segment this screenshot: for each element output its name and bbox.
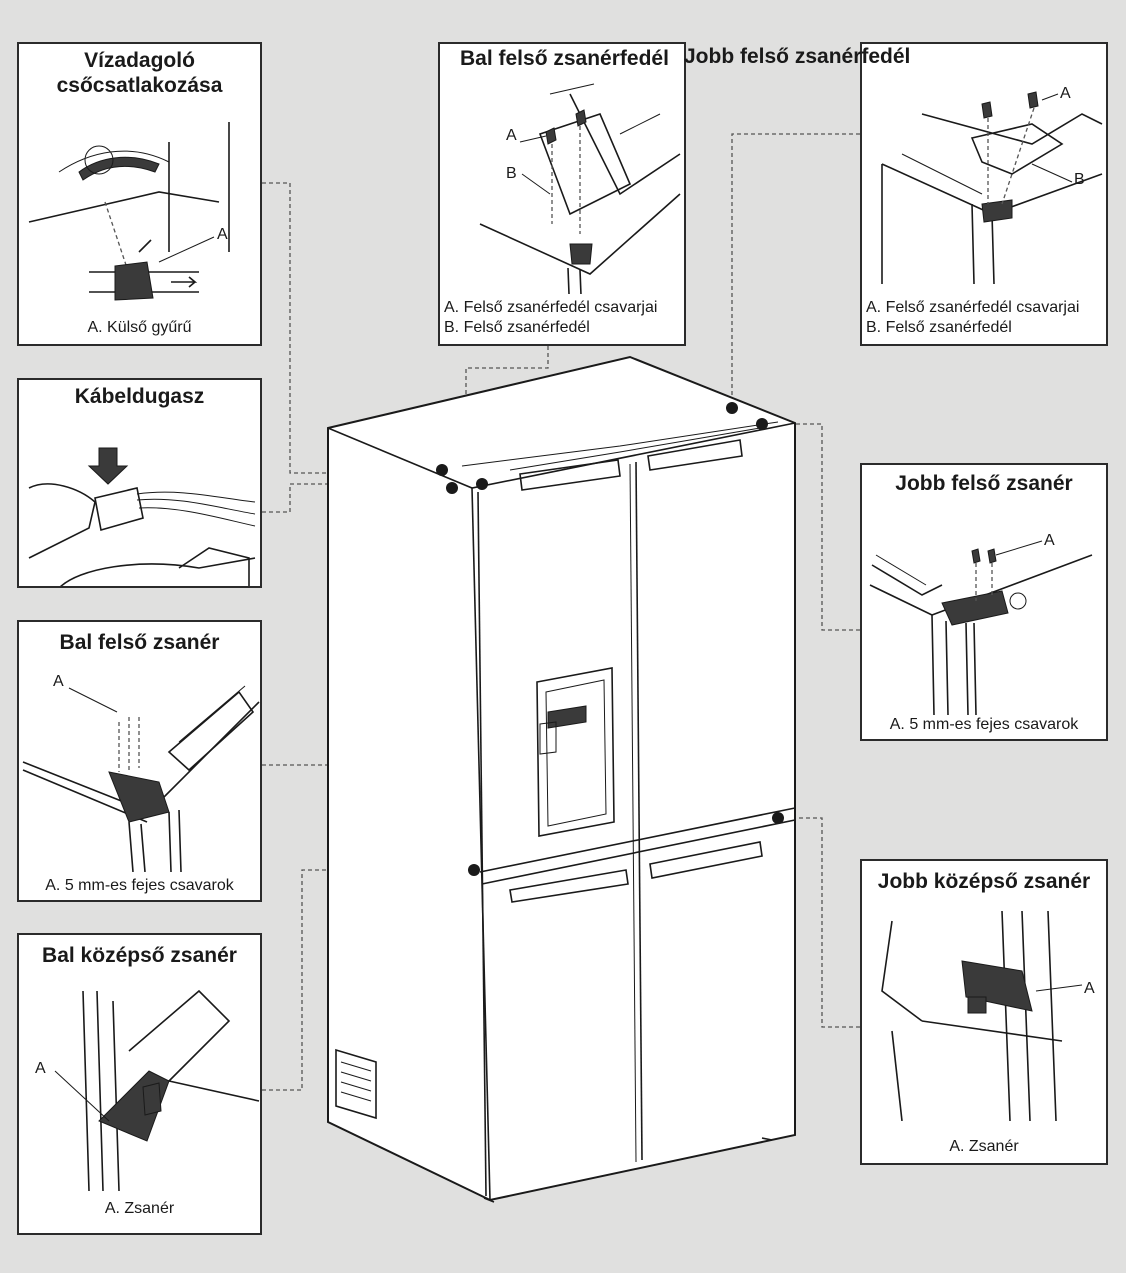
panel-right-mid-hinge: Jobb középső zsanér A A. Zsanér: [860, 859, 1108, 1165]
panel-right-top-hinge: Jobb felső zsanér A A. 5 mm-es fejes csa…: [860, 463, 1108, 741]
hinge-icon: A: [881, 910, 1095, 1121]
callout-a: A: [35, 1060, 46, 1077]
callout-b: B: [506, 165, 517, 182]
hinge-icon: A: [869, 532, 1093, 715]
panel-title: Jobb felső zsanér: [895, 472, 1073, 495]
panel-caption: A. Zsanér: [104, 1200, 175, 1217]
panel-left-mid-hinge: Bal középső zsanér A A. Zsanér: [17, 933, 262, 1235]
caption-a: A. Felső zsanérfedél csavarjai: [866, 299, 1080, 316]
panel-title: Bal felső zsanérfedél: [460, 47, 669, 70]
panel-caption: A. 5 mm-es fejes csavarok: [45, 877, 234, 894]
callout-a: A: [1084, 980, 1095, 997]
panel-title: Vízadagoló csőcsatlakozása: [56, 49, 223, 97]
panel-left-top-cover: Bal felső zsanérfedél A B A. Felső zsané…: [438, 42, 686, 346]
caption-a: A. Felső zsanérfedél csavarjai: [444, 299, 658, 316]
caption-b: B. Felső zsanérfedél: [444, 319, 590, 336]
callout-a: A: [506, 127, 517, 144]
hinge-icon: A B: [881, 85, 1103, 285]
callout-a: A: [53, 673, 64, 690]
water-connector-icon: A: [28, 122, 230, 301]
callout-a: A: [217, 226, 228, 243]
panel-title: Jobb középső zsanér: [877, 870, 1091, 893]
panel-caption: A. Felső zsanérfedél csavarjai B. Felső …: [440, 298, 684, 338]
panel-caption: A. Zsanér: [949, 1138, 1019, 1155]
callout-a: A: [1044, 532, 1055, 549]
caption-b: B. Felső zsanérfedél: [866, 319, 1012, 336]
panel-water-connection: Vízadagoló csőcsatlakozása A A. Külső gy…: [17, 42, 262, 346]
panel-caption: A. 5 mm-es fejes csavarok: [889, 716, 1079, 733]
panel-title: Kábeldugasz: [74, 385, 205, 408]
hinge-icon: A: [35, 989, 260, 1191]
panel-cable-plug: Kábeldugasz: [17, 378, 262, 588]
hinge-icon: A: [22, 673, 260, 872]
panel-right-top-cover: A B A. Felső zsanérfedél csavarjai B. Fe…: [860, 42, 1108, 346]
callout-b: B: [1074, 171, 1085, 188]
panel-caption: A. Külső gyűrű: [87, 319, 192, 336]
refrigerator-icon: [327, 355, 796, 1203]
panel-title: Bal középső zsanér: [42, 944, 237, 967]
panel-caption: A. Felső zsanérfedél csavarjai B. Felső …: [862, 298, 1106, 338]
cable-plug-icon: [28, 447, 256, 586]
panel-title: Bal felső zsanér: [59, 631, 220, 654]
callout-a: A: [1060, 85, 1071, 102]
panel-left-top-hinge: Bal felső zsanér A A. 5 mm-es fejes csav…: [17, 620, 262, 902]
panel-title-right-top-cover: Jobb felső zsanérfedél: [684, 45, 911, 68]
hinge-icon: A B: [479, 83, 681, 294]
